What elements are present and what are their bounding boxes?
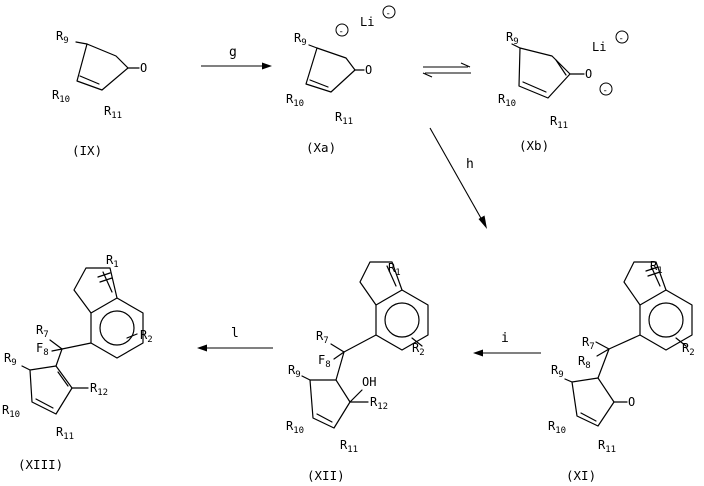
arrow-h: h [430,128,487,229]
xi-r1: R1 [650,259,663,276]
xb-oxide-charge: - [600,83,612,96]
xb-lithium: Li [592,40,606,54]
compound-xa: R9 R10 R11 O - Li - (Xa) [286,6,395,155]
xii-r10: R10 [286,419,304,436]
svg-text:-: - [603,86,608,96]
reagent-i: i [501,331,509,346]
ix-label: (IX) [72,143,102,158]
xii-r1: R1 [388,261,401,278]
xi-oxygen: O [628,395,635,409]
xb-r11: R11 [550,114,568,131]
xb-oxygen: O [585,67,592,81]
xi-r10: R10 [548,419,566,436]
reagent-g: g [229,45,237,60]
compound-xb: R9 R10 R11 O - Li - (Xb) [498,30,628,153]
xii-r7: R7 [316,329,329,346]
xii-r2: R2 [412,341,425,358]
svg-text:-: - [339,27,344,37]
compound-xii: R1 R2 R7 F8 OH R12 R9 R10 R11 (XII) [286,261,428,483]
xiii-r2: R2 [140,328,153,345]
svg-text:-: - [619,34,624,44]
reagent-l: l [231,326,239,341]
ix-oxygen: O [140,61,147,75]
xi-r11: R11 [598,438,616,455]
xa-oxygen: O [365,63,372,77]
reagent-h: h [466,157,474,172]
arrow-i: i [473,331,541,357]
xiii-r12: R12 [90,381,108,398]
xa-lithium-charge: - [383,6,395,19]
compound-xiii: R1 R2 R7 F8 R12 R9 R10 R11 (XIII) [2,253,153,472]
xi-label: (XI) [566,468,596,483]
xb-r10: R10 [498,92,516,109]
ix-r10: R10 [52,88,70,105]
xi-r2: R2 [682,341,695,358]
xb-label: (Xb) [519,138,549,153]
xiii-r7: R7 [36,323,49,340]
svg-text:-: - [386,9,391,19]
xi-r9: R9 [551,363,564,380]
xiii-r10: R10 [2,403,20,420]
xa-lithium: Li [360,15,374,29]
xiii-r9: R9 [4,351,17,368]
xi-r8: R8 [578,354,591,371]
xii-r12: R12 [370,395,388,412]
xii-label: (XII) [307,468,345,483]
xii-hydroxyl: OH [362,375,376,389]
xiii-r11: R11 [56,425,74,442]
xa-r11: R11 [335,110,353,127]
xa-r10: R10 [286,92,304,109]
xa-r9: R9 [294,31,307,48]
xa-carbanion-charge: - [336,24,348,37]
xi-r7: R7 [582,335,595,352]
xiii-r8: F8 [36,341,49,358]
arrow-l: l [197,326,273,352]
ix-r11: R11 [104,104,122,121]
compound-xi: R1 R2 R7 R8 O R9 R10 R11 (XI) [548,259,695,483]
xb-lithium-charge: - [616,31,628,44]
xii-r8: F8 [318,353,331,370]
xii-r11: R11 [340,438,358,455]
xii-r9: R9 [288,363,301,380]
xa-label: (Xa) [306,140,336,155]
arrow-g: g [201,45,272,70]
ix-r9: R9 [56,29,69,46]
xb-r9: R9 [506,30,519,47]
equilibrium-arrows [423,63,471,77]
xiii-label: (XIII) [18,457,63,472]
compound-ix: R9 R10 R11 O (IX) [52,29,147,158]
